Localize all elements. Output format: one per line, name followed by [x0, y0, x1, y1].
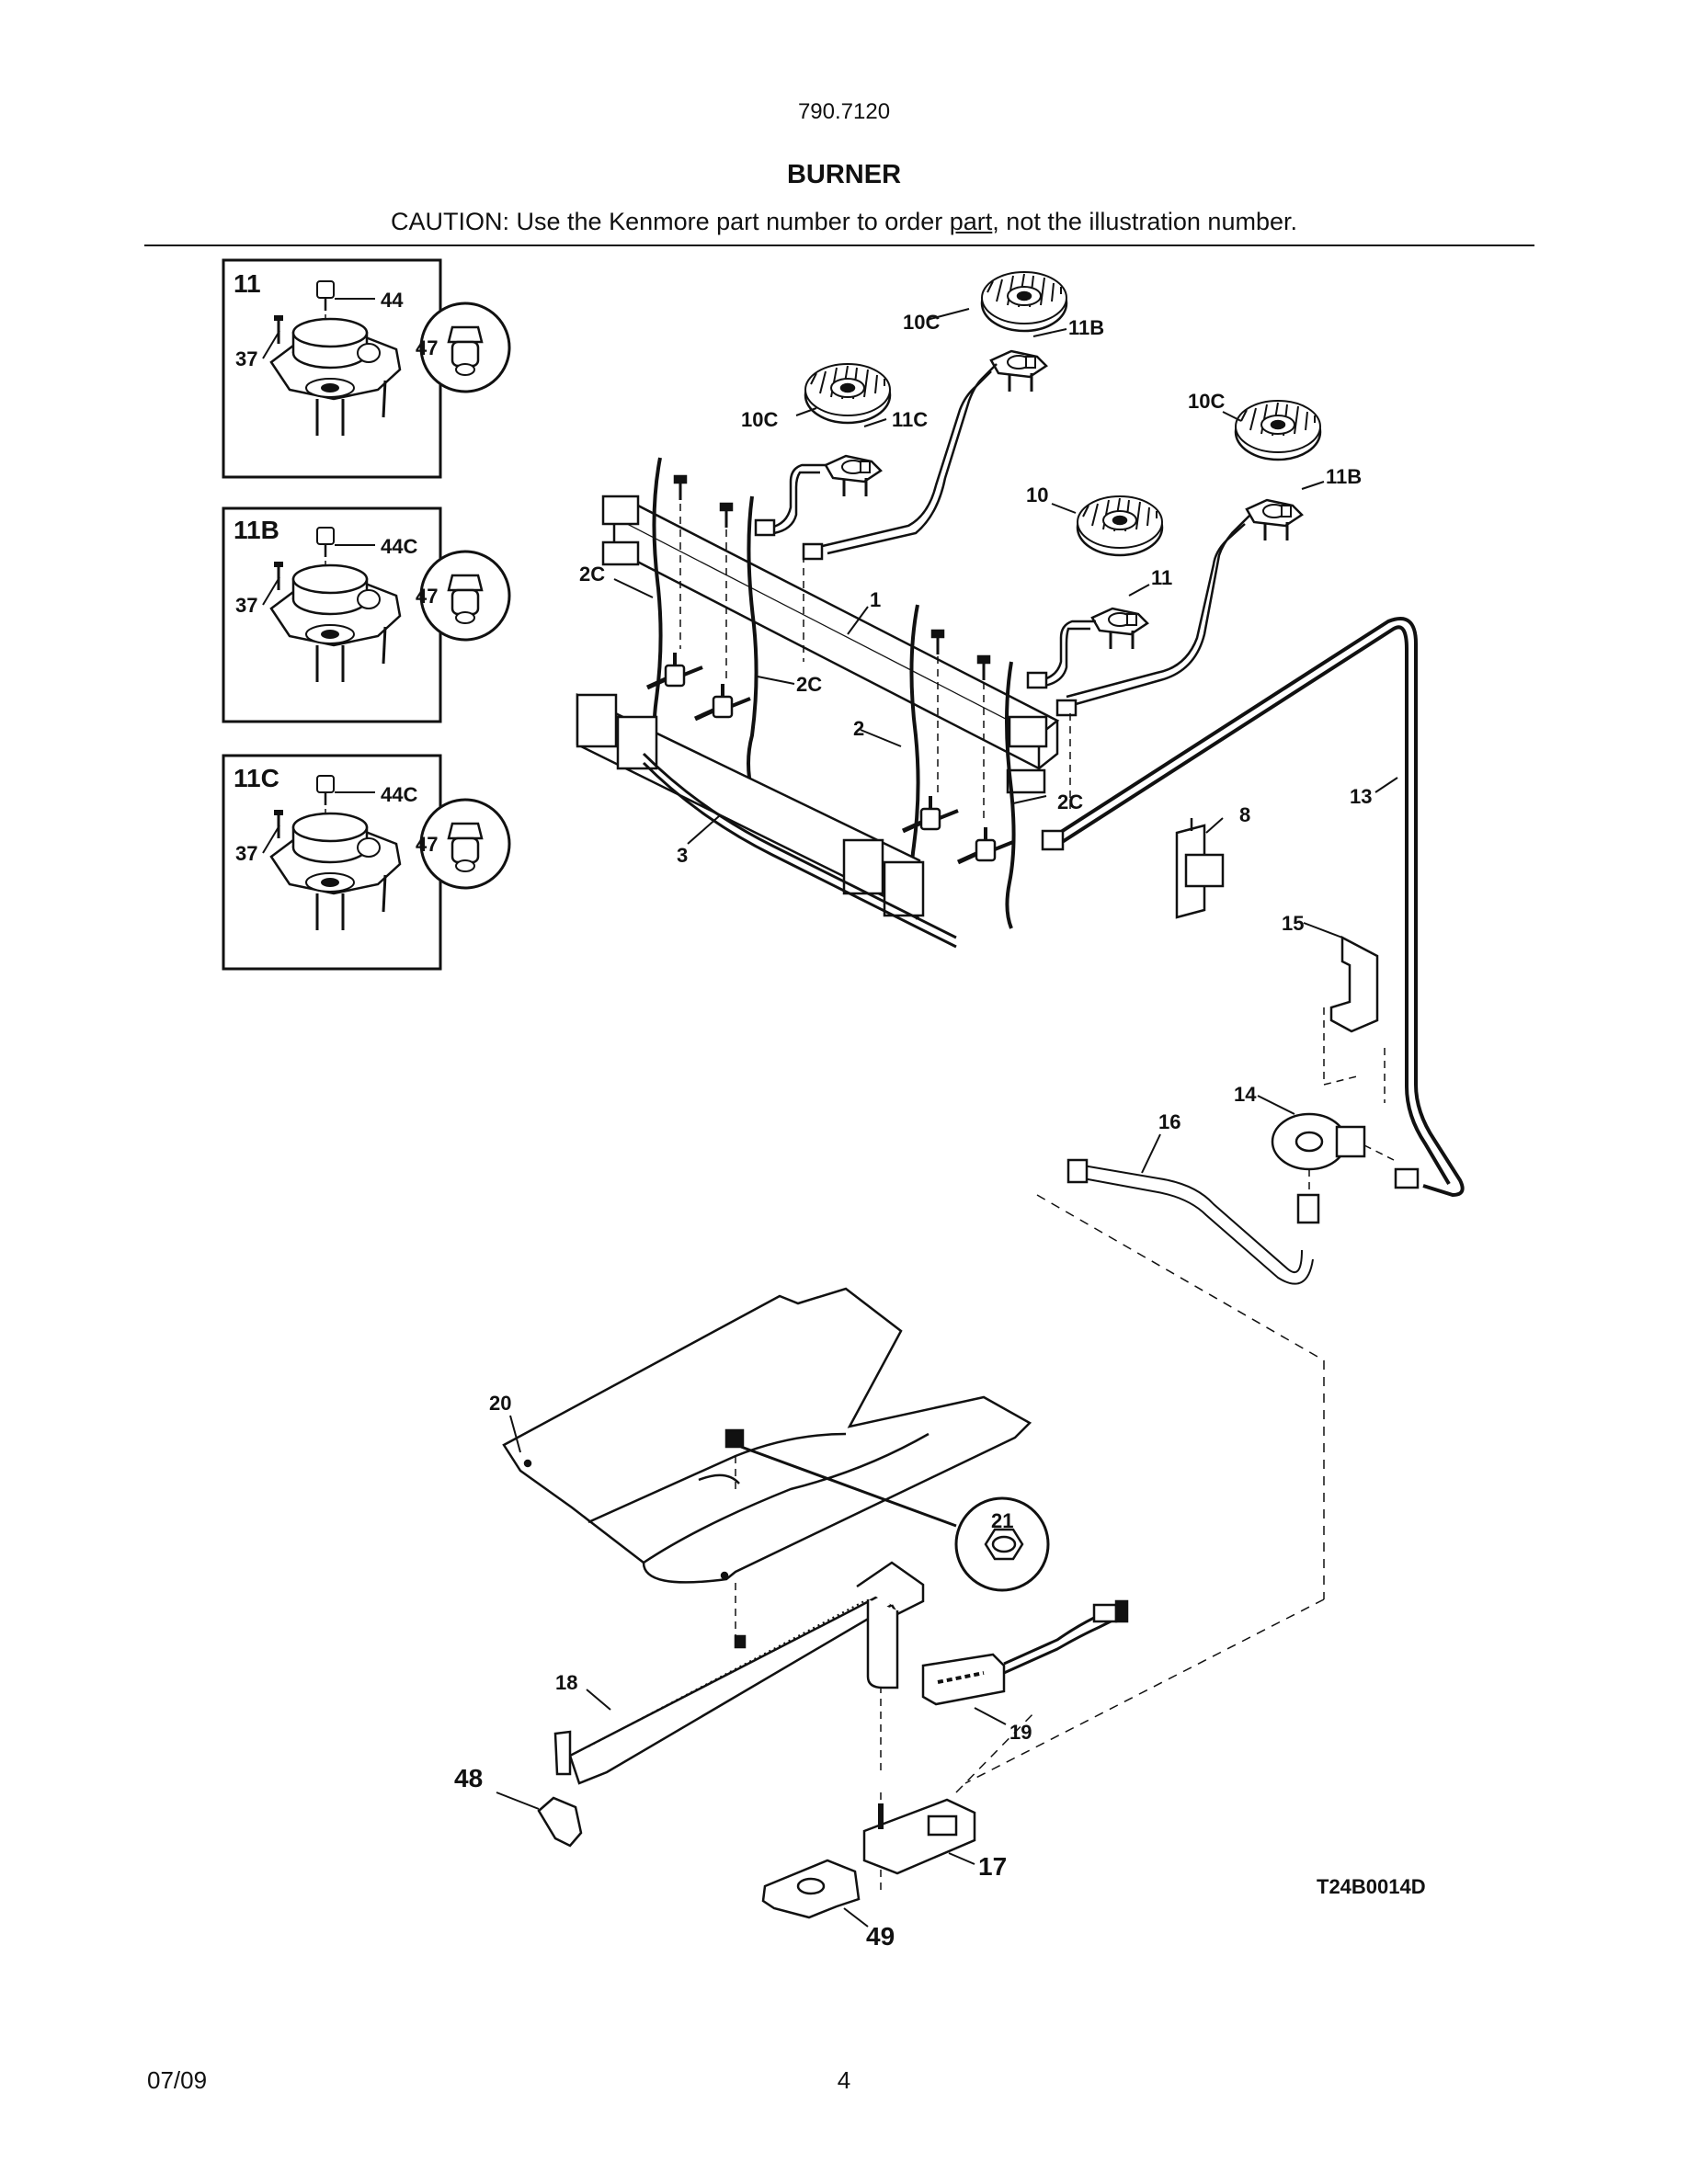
inset-label: 11B — [234, 516, 279, 544]
callout-11b: 11B — [1326, 465, 1362, 488]
cap-callout: 44C — [381, 783, 417, 806]
orifice-callout: 47 — [416, 833, 438, 856]
callout-16: 16 — [1158, 1110, 1180, 1133]
inset-label: 11 — [234, 269, 261, 298]
callout-10c: 10C — [1188, 390, 1225, 413]
callout-10: 10 — [1026, 483, 1048, 506]
model-number: 790.7120 — [797, 99, 891, 124]
cap-callout: 44C — [381, 535, 417, 558]
callout-labels: 10C 11B 10C 11C 10C 11B 10 11 2C 1 2C 2 … — [454, 311, 1426, 1951]
caution-part-link: part — [949, 208, 993, 235]
callout-11: 11 — [1151, 566, 1172, 589]
callout-2c: 2C — [579, 563, 605, 586]
callout-1: 1 — [870, 588, 881, 611]
callout-15: 15 — [1282, 912, 1304, 935]
callout-leaders — [509, 308, 1398, 1865]
screw-callout: 37 — [235, 594, 257, 617]
lower-oven-burner-assembly — [496, 1287, 1129, 1928]
callout-20: 20 — [489, 1392, 511, 1415]
inset-panel-11b: 11B 44C 37 47 — [222, 506, 511, 723]
inset-panel-11: 11 44 37 47 — [222, 258, 511, 479]
callout-2: 2 — [853, 717, 864, 740]
callout-11b: 11B — [1068, 316, 1104, 339]
caution-prefix: CAUTION: Use the Kenmore part number to … — [391, 208, 950, 235]
inset-label: 11C — [234, 764, 279, 792]
callout-48: 48 — [454, 1764, 483, 1792]
orifice-callout: 47 — [416, 585, 438, 608]
callout-10c: 10C — [741, 408, 778, 431]
diagram-code: T24B0014D — [1317, 1875, 1426, 1898]
callout-49: 49 — [866, 1922, 895, 1951]
callout-2c: 2C — [1057, 791, 1083, 813]
callout-14: 14 — [1234, 1083, 1257, 1106]
upper-burner-assembly — [576, 270, 1465, 1784]
header-rule — [144, 245, 1534, 246]
callout-13: 13 — [1350, 785, 1372, 808]
caution-note: CAUTION: Use the Kenmore part number to … — [0, 208, 1688, 236]
footer-date: 07/09 — [147, 2066, 208, 2094]
callout-10c: 10C — [903, 311, 940, 334]
callout-2c: 2C — [796, 673, 822, 696]
callout-8: 8 — [1239, 803, 1250, 826]
footer-page-number: 4 — [837, 2066, 851, 2094]
callout-19: 19 — [1009, 1721, 1032, 1744]
callout-17: 17 — [978, 1852, 1007, 1881]
callout-18: 18 — [555, 1671, 577, 1694]
cap-callout: 44 — [381, 289, 404, 312]
screw-callout: 37 — [235, 347, 257, 370]
callout-3: 3 — [677, 844, 688, 867]
inset-panel-11c: 11C 44C 37 47 — [222, 754, 511, 971]
page-title: BURNER — [786, 160, 902, 189]
callout-11c: 11C — [892, 408, 928, 431]
callout-21: 21 — [991, 1509, 1013, 1532]
orifice-callout: 47 — [416, 336, 438, 359]
screw-callout: 37 — [235, 842, 257, 865]
caution-suffix: , not the illustration number. — [992, 208, 1297, 235]
